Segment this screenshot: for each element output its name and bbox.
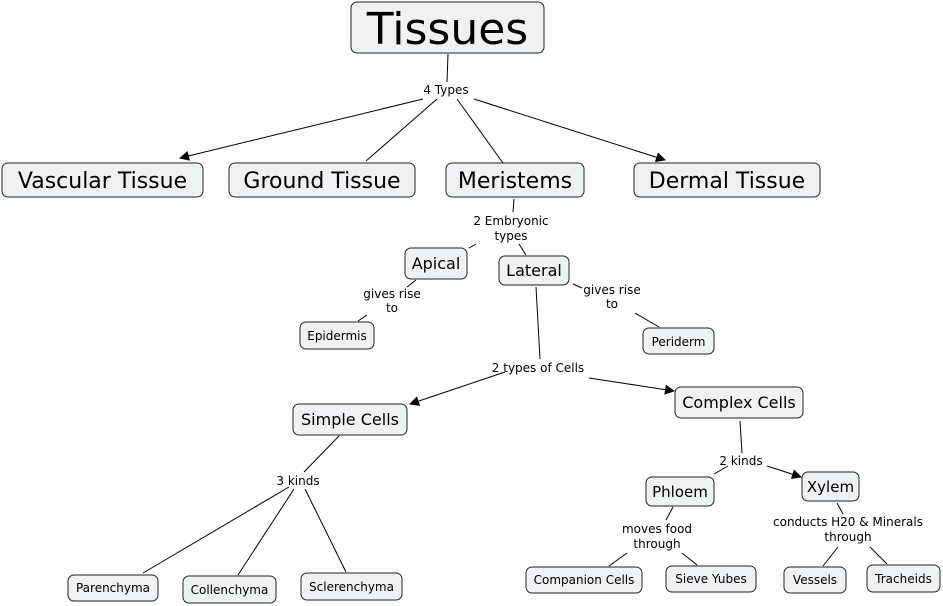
node-companion-cells-label: Companion Cells (534, 573, 635, 587)
node-lateral[interactable]: Lateral (498, 255, 570, 286)
connector-lateral-cells (535, 286, 541, 360)
node-sclerenchyma-label: Sclerenchyma (309, 580, 394, 594)
link-label-lateral-gives-rise-line2: to (606, 297, 618, 311)
connections (142, 53, 888, 576)
node-vessels-label: Vessels (793, 573, 837, 587)
node-phloem[interactable]: Phloem (645, 476, 715, 507)
node-tracheids-label: Tracheids (874, 572, 932, 586)
connector-to-dermal (473, 98, 666, 163)
connector-tissues-label (446, 53, 449, 83)
connector-to-companion-cells (608, 552, 628, 567)
node-ground-tissue[interactable]: Ground Tissue (228, 162, 416, 198)
link-label-moves-food-line1: moves food (622, 522, 692, 536)
connector-to-xylem (766, 465, 802, 479)
connector-to-lateral (518, 243, 527, 256)
link-label-conducts-line2: through (824, 530, 871, 544)
connector-to-sieve-yubes (681, 552, 698, 566)
node-companion-cells[interactable]: Companion Cells (525, 566, 643, 594)
node-collenchyma-label: Collenchyma (191, 583, 269, 597)
connector-to-simple-cells (409, 371, 506, 406)
node-apical[interactable]: Apical (404, 247, 468, 280)
node-complex-cells[interactable]: Complex Cells (674, 386, 804, 419)
node-sieve-yubes[interactable]: Sieve Yubes (665, 565, 757, 593)
node-parenchyma[interactable]: Parenchyma (67, 574, 159, 602)
node-periderm-label: Periderm (652, 335, 706, 349)
node-dermal-tissue[interactable]: Dermal Tissue (633, 162, 821, 198)
connector-meristems-label (512, 198, 515, 213)
connector-to-vessels (822, 546, 839, 567)
connector-to-collenchyma (237, 488, 295, 576)
node-epidermis-label: Epidermis (307, 329, 367, 343)
node-parenchyma-label: Parenchyma (76, 581, 150, 595)
connector-to-periderm (634, 312, 660, 328)
connector-to-phloem (713, 465, 729, 475)
node-periderm[interactable]: Periderm (642, 327, 715, 355)
connector-to-tracheids (869, 546, 888, 565)
node-meristems[interactable]: Meristems (445, 162, 585, 198)
node-xylem-label: Xylem (807, 478, 854, 496)
node-tracheids[interactable]: Tracheids (866, 564, 941, 593)
node-simple-cells[interactable]: Simple Cells (292, 403, 408, 436)
link-label-moves-food-line2: through (633, 537, 680, 551)
node-collenchyma[interactable]: Collenchyma (182, 575, 277, 604)
connector-to-sclerenchyma (304, 488, 347, 573)
node-complex-cells-label: Complex Cells (682, 393, 796, 412)
link-label-two-types-of-cells: 2 types of Cells (492, 361, 584, 375)
connector-to-epidermis (357, 314, 368, 322)
node-vascular-tissue-label: Vascular Tissue (18, 169, 187, 194)
connector-simple-label (303, 435, 340, 473)
connector-to-apical (468, 243, 477, 249)
connector-to-parenchyma (142, 486, 290, 574)
node-epidermis[interactable]: Epidermis (299, 321, 375, 350)
connector-complex-label (739, 420, 743, 454)
node-xylem[interactable]: Xylem (801, 471, 860, 502)
connector-to-ground (365, 98, 438, 162)
node-ground-tissue-label: Ground Tissue (243, 169, 400, 194)
node-sieve-yubes-label: Sieve Yubes (675, 572, 746, 586)
link-label-four-types: 4 Types (423, 83, 468, 97)
link-label-embryonic-line2: types (494, 229, 527, 243)
node-vessels[interactable]: Vessels (783, 566, 847, 594)
connector-apical-label (406, 279, 417, 288)
node-simple-cells-label: Simple Cells (301, 410, 399, 429)
connector-phloem-label (665, 506, 674, 521)
link-labels: 4 Types 2 Embryonic types gives rise to … (276, 83, 923, 551)
connector-to-complex-cells (588, 377, 675, 395)
link-label-two-kinds: 2 kinds (719, 454, 762, 468)
node-phloem-label: Phloem (652, 483, 708, 501)
node-meristems-label: Meristems (458, 169, 572, 194)
link-label-apical-gives-rise-line1: gives rise (363, 287, 420, 301)
node-tissues-label: Tissues (366, 4, 528, 55)
link-label-lateral-gives-rise-line1: gives rise (583, 283, 640, 297)
link-label-apical-gives-rise-line2: to (386, 301, 398, 315)
connector-to-vascular (179, 98, 424, 161)
link-label-three-kinds: 3 kinds (276, 474, 319, 488)
connector-lateral-label (572, 283, 583, 289)
node-tissues[interactable]: Tissues (350, 1, 545, 55)
node-vascular-tissue[interactable]: Vascular Tissue (1, 162, 204, 198)
node-apical-label: Apical (412, 254, 461, 273)
link-label-embryonic-line1: 2 Embryonic (473, 214, 548, 228)
node-lateral-label: Lateral (506, 261, 562, 280)
link-label-conducts-line1: conducts H20 & Minerals (773, 515, 923, 529)
connector-xylem-label (836, 502, 844, 515)
node-sclerenchyma[interactable]: Sclerenchyma (300, 572, 403, 601)
node-dermal-tissue-label: Dermal Tissue (649, 169, 805, 194)
connector-to-meristems (456, 98, 504, 164)
